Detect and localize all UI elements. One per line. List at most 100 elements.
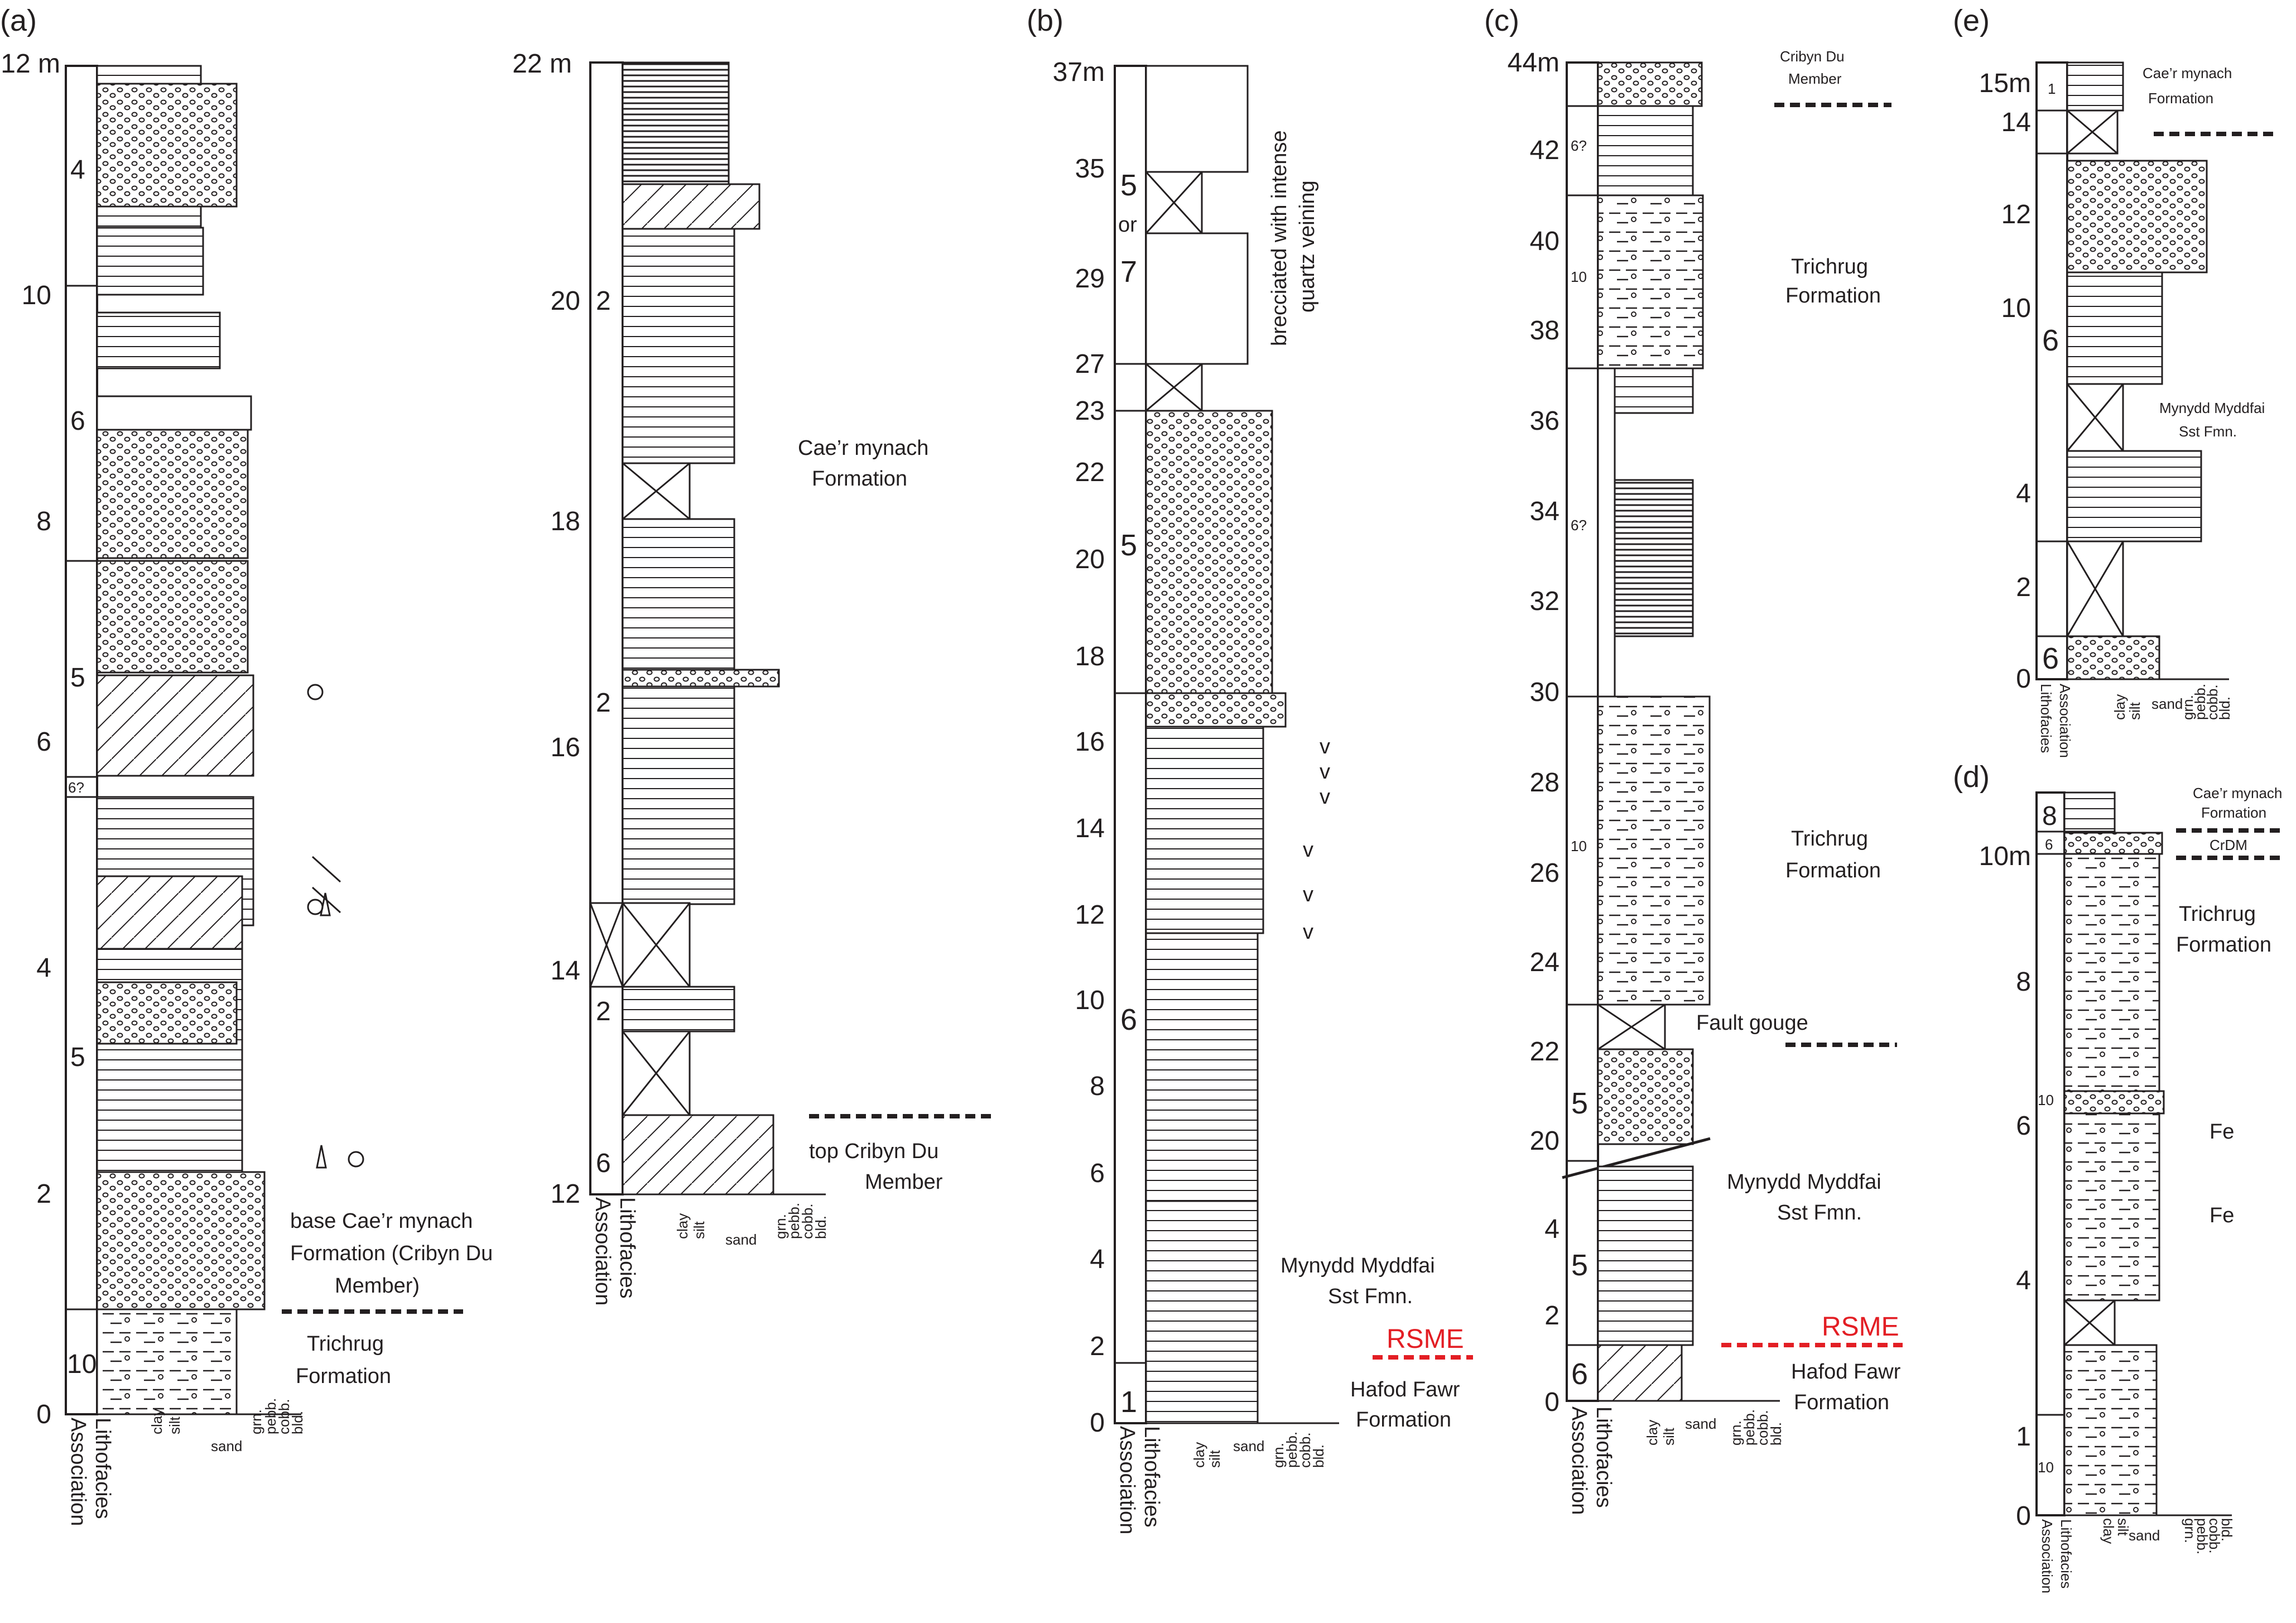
panel-a-log-2: 22 m 20 18 16 14 12 2 2 2 6 Cae’r mynach… — [512, 49, 993, 1305]
depth-label: 0 — [1544, 1387, 1559, 1417]
depth-label: 12 — [2001, 200, 2031, 229]
bed — [1597, 105, 1694, 196]
association-column — [1566, 61, 1599, 1402]
rsme-label: RSME — [1822, 1312, 1899, 1342]
annotation: brecciated with intense — [1268, 130, 1291, 346]
annotation: Formation — [812, 467, 907, 491]
lithofacies-label: 6 — [2042, 642, 2059, 675]
panel-a-log-1: 12 m 10 8 6 4 2 0 4 6 5 6? 5 10 base Cae… — [1, 49, 493, 1526]
depth-label: 32 — [1530, 587, 1559, 616]
bed — [1597, 367, 1616, 699]
grain-size-label: bld. — [289, 1411, 306, 1434]
grain-size-label: clay — [2100, 1518, 2117, 1544]
depth-label: 35 — [1075, 154, 1105, 184]
depth-label: 2 — [2016, 573, 2031, 602]
annotation: v — [1303, 920, 1313, 944]
lithofacies-label: 6 — [70, 406, 85, 436]
lithofacies-label: 2 — [596, 286, 611, 316]
depth-label: 0 — [1090, 1408, 1105, 1438]
annotation: Formation — [1356, 1408, 1451, 1432]
depth-label: 30 — [1530, 678, 1559, 707]
bed — [96, 674, 254, 777]
depth-label: 28 — [1530, 768, 1559, 798]
grain-size-label: grn. — [1270, 1443, 1287, 1468]
depth-label: 26 — [1530, 858, 1559, 888]
bed — [96, 83, 238, 208]
rsme-label: RSME — [1387, 1324, 1464, 1354]
bed — [2066, 635, 2160, 680]
annotation: top Cribyn Du — [809, 1140, 938, 1163]
depth-label: 23 — [1075, 396, 1105, 426]
fossil-icon — [307, 684, 364, 1169]
bed — [1597, 194, 1704, 369]
grain-size-label: pebb. — [1283, 1432, 1300, 1468]
axis-label: Lithofacies — [615, 1197, 639, 1299]
bed — [622, 183, 760, 230]
grain-size-label: bld. — [2218, 1518, 2235, 1542]
bed — [96, 395, 252, 431]
lithofacies-label: 6 — [2045, 836, 2053, 853]
annotation: Formation — [2148, 90, 2213, 107]
panel-e-label: (e) — [1953, 4, 1990, 37]
annotation: Formation — [2201, 804, 2266, 821]
bed — [1145, 232, 1249, 365]
annotation: Sst Fmn. — [2179, 423, 2237, 440]
lithofacies-label: 5 — [1571, 1087, 1588, 1120]
depth-label: 22 — [1530, 1037, 1559, 1067]
annotation: v — [1303, 883, 1313, 906]
lithofacies-label: 5 — [1571, 1249, 1588, 1282]
grain-size-label: sand — [211, 1438, 242, 1454]
grain-size-label: sand — [1685, 1415, 1716, 1432]
paleocurrent-arrow-icon — [311, 856, 341, 914]
annotation: Fault gouge — [1696, 1011, 1808, 1035]
grain-size-label: grn. — [248, 1409, 264, 1434]
depth-label: 14 — [551, 956, 580, 986]
annotation: Formation (Cribyn Du — [290, 1242, 493, 1265]
lithofacies-label: 7 — [1120, 255, 1137, 289]
depth-label: 20 — [1530, 1126, 1559, 1156]
depth-label: 18 — [551, 507, 580, 536]
bed — [96, 981, 238, 1045]
axis-label: Association — [2039, 1519, 2056, 1593]
annotation: v — [1303, 838, 1313, 862]
bed — [622, 228, 735, 464]
annotation: Hafod Fawr — [1350, 1378, 1460, 1401]
lithofacies-label: 6 — [596, 1149, 611, 1178]
depth-label: 6 — [36, 727, 51, 757]
grain-size-label: grn. — [2179, 695, 2196, 720]
depth-label: 4 — [2016, 479, 2031, 508]
annotation: Trichrug — [307, 1332, 384, 1356]
grain-size-label: bld. — [1310, 1444, 1327, 1468]
annotation: Formation — [1785, 859, 1881, 882]
bed — [96, 429, 249, 559]
grain-size-label: clay — [148, 1409, 165, 1434]
grain-size-label: sand — [1233, 1438, 1264, 1454]
bed — [1145, 1200, 1259, 1424]
bed — [96, 1308, 238, 1415]
panel-d-label: (d) — [1953, 760, 1990, 794]
lithofacies-label: 10 — [1571, 268, 1587, 285]
grain-size-label: pebb. — [262, 1398, 279, 1434]
grain-size-label: clay — [1644, 1420, 1660, 1446]
bed — [1145, 65, 1249, 173]
lithofacies-label: 6 — [1571, 1357, 1588, 1391]
bed — [1614, 367, 1694, 414]
depth-label: 4 — [1090, 1245, 1105, 1274]
depth-label: 4 — [1544, 1214, 1559, 1244]
depth-label: 12 m — [1, 49, 60, 79]
depth-label: 29 — [1075, 264, 1105, 294]
bed — [1597, 1048, 1694, 1145]
lithofacies-label: 10 — [1571, 838, 1587, 854]
depth-label: 1 — [2016, 1422, 2031, 1452]
axis-label: Association — [66, 1418, 90, 1526]
panel-d: (d) 10m 8 6 4 1 0 8 6 10 10 Cae’r mynach… — [1953, 760, 2285, 1593]
grain-size-label: silt — [2115, 1518, 2131, 1536]
bed — [622, 1114, 774, 1195]
depth-label: 12 — [551, 1179, 580, 1209]
annotation: v — [1320, 785, 1330, 809]
bed — [96, 560, 249, 674]
grain-size-label: silt — [691, 1221, 707, 1239]
bed — [2066, 271, 2163, 385]
lithofacies-label: or — [1118, 213, 1137, 237]
